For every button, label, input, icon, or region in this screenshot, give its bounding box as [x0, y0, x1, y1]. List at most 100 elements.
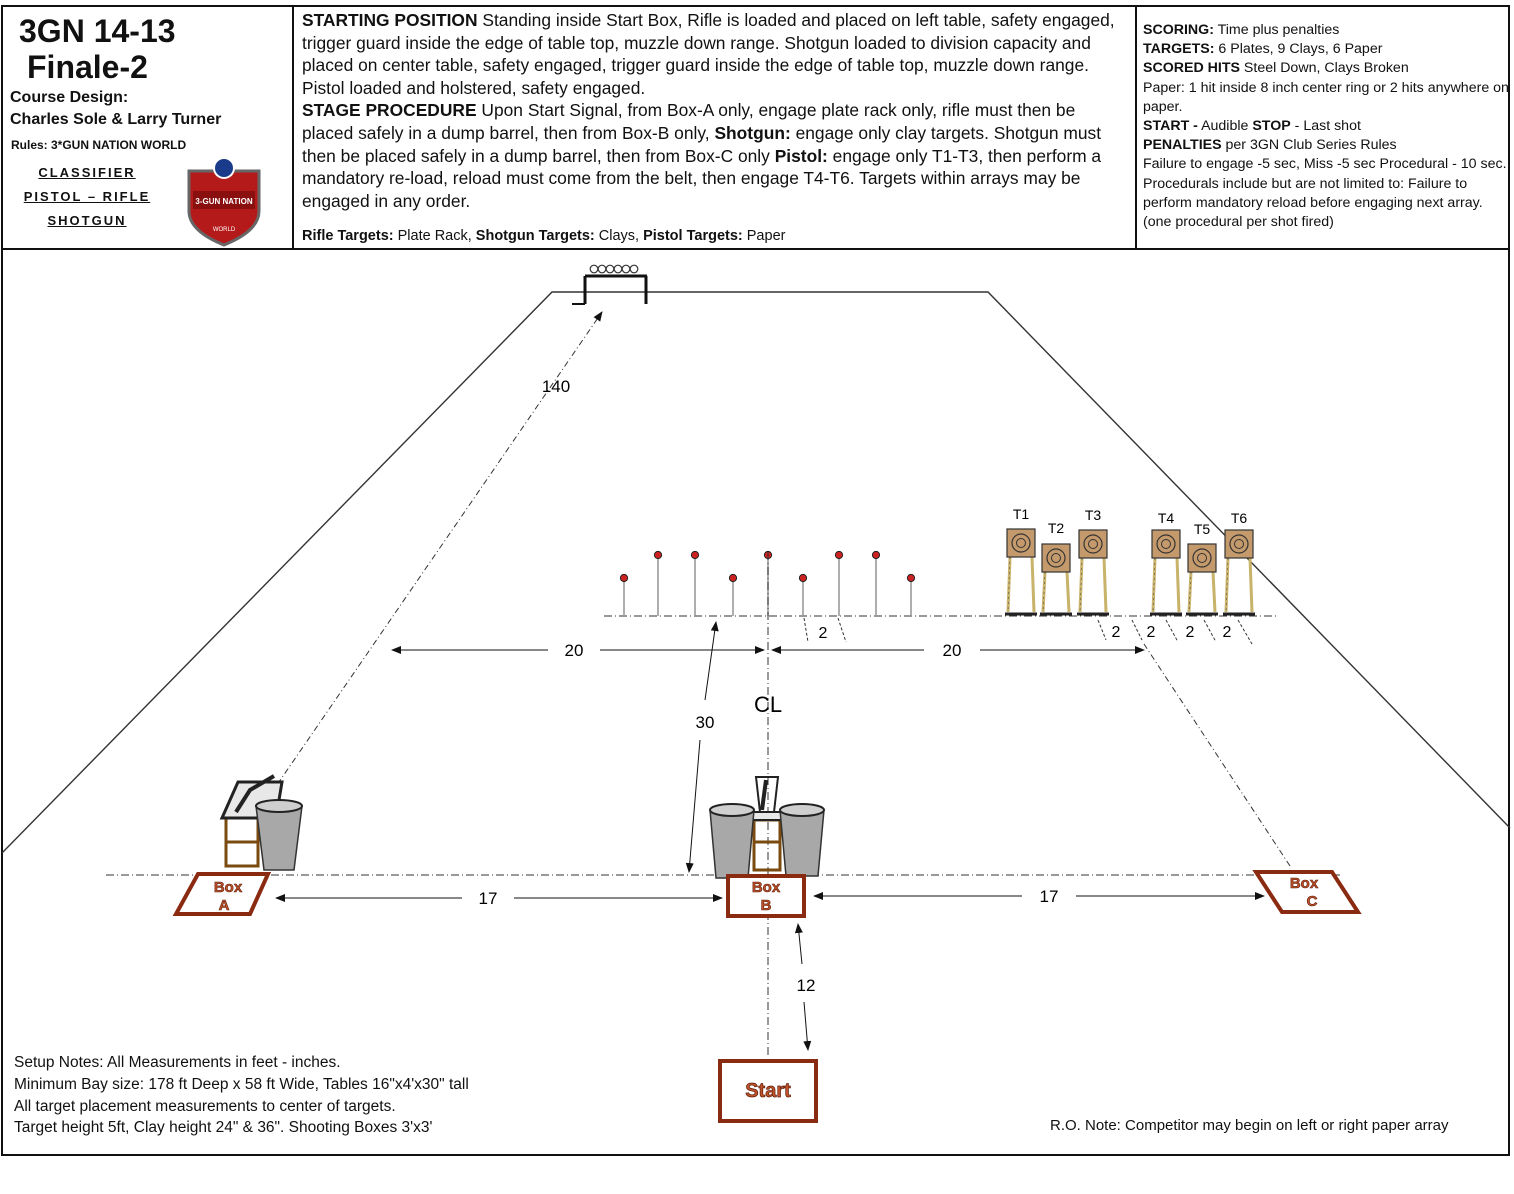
spacing-ticks	[803, 617, 1253, 645]
stage-name: Finale-2	[27, 49, 148, 85]
clay-array	[619, 550, 916, 616]
label-t4: T4	[1158, 510, 1175, 526]
3gun-nation-logo: 3-GUN NATION WORLD	[187, 157, 261, 247]
plate-rack	[572, 264, 648, 305]
label-t2: T2	[1048, 520, 1065, 536]
scored-hits-value: Steel Down, Clays Broken	[1239, 60, 1409, 77]
stage-procedure-text-3: engage only T1-T3, then perform a mandat…	[302, 145, 1102, 211]
dim-paper-spacing-2: 2	[1147, 624, 1156, 641]
label-t6: T6	[1231, 510, 1248, 526]
dim-depth-arrow-a	[704, 621, 719, 701]
targets-label: TARGETS:	[1143, 41, 1215, 58]
berm-outline	[1, 291, 1511, 854]
dim-paper-spacing-4: 2	[1223, 624, 1232, 641]
box-b-label-1: Box	[752, 879, 781, 896]
dump-barrel-left	[255, 799, 303, 871]
clay-8	[871, 550, 881, 560]
logo-subtext: WORLD	[213, 227, 236, 233]
stage-procedure-label: STAGE PROCEDURE	[302, 100, 477, 121]
clay-6	[798, 573, 808, 583]
box-a-label-1: Box	[214, 879, 243, 896]
setup-note-1: Setup Notes: All Measurements in feet - …	[14, 1054, 341, 1071]
box-a-label-2: A	[219, 897, 230, 914]
plate-6	[629, 264, 639, 274]
ro-note: R.O. Note: Competitor may begin on left …	[1050, 1117, 1449, 1134]
starting-position-text: Standing inside Start Box, Rifle is load…	[302, 10, 1115, 98]
targets-value: 6 Plates, 9 Clays, 6 Paper	[1214, 41, 1383, 58]
paper-array	[1005, 528, 1255, 616]
box-a: Box A	[172, 872, 272, 916]
dim-left: 20	[565, 641, 584, 660]
paper-target-t6	[1223, 529, 1255, 616]
start-label: START -	[1143, 118, 1198, 135]
logo-globe	[213, 157, 235, 179]
paper-target-t3	[1077, 529, 1109, 616]
starting-position-label: STARTING POSITION	[302, 10, 478, 30]
penalties-label: PENALTIES	[1143, 137, 1222, 154]
paper-target-t5	[1186, 543, 1218, 616]
dim-paper-spacing-3: 2	[1186, 624, 1195, 641]
box-b: Box B	[726, 874, 806, 918]
dim-b-c: 17	[1040, 887, 1059, 906]
shotgun-label: Shotgun:	[714, 122, 791, 143]
start-box: Start	[718, 1059, 818, 1123]
logo-band	[193, 191, 255, 209]
plate-3	[605, 264, 615, 274]
clay-4	[728, 573, 738, 583]
classifier-line-1: CLASSIFIER	[38, 165, 136, 180]
clay-1	[619, 573, 629, 583]
box-c-label-2: C	[1307, 893, 1318, 910]
shotgun-targets: Clays,	[594, 228, 644, 244]
dim-start-arrow-b	[803, 1001, 812, 1051]
rifle-targets: Plate Rack,	[393, 228, 476, 244]
procedure-cell: STARTING POSITION Standing inside Start …	[294, 5, 1137, 250]
classifier-line-2: PISTOL – RIFLE	[23, 189, 151, 204]
dim-depth: 30	[696, 713, 715, 732]
pistol-label: Pistol:	[774, 145, 828, 166]
dim-right: 20	[943, 641, 962, 660]
dim-clay-spacing: 2	[819, 625, 828, 642]
clay-2	[653, 550, 663, 560]
dim-a-b: 17	[479, 889, 498, 908]
pistol-sightline	[1143, 643, 1291, 867]
scored-hits-label: SCORED HITS	[1143, 60, 1240, 77]
box-c-label-1: Box	[1290, 875, 1319, 892]
stop-label: STOP	[1252, 118, 1291, 135]
scoring-cell: SCORING: Time plus penalties TARGETS: 6 …	[1137, 5, 1510, 250]
setup-note-4: Target height 5ft, Clay height 24" & 36"…	[14, 1119, 433, 1137]
dim-start: 12	[797, 976, 816, 995]
start-box-label: Start	[745, 1080, 791, 1102]
stop-value: - Last shot	[1290, 118, 1361, 135]
label-t1: T1	[1013, 506, 1030, 522]
paper-target-t2	[1040, 543, 1072, 616]
setup-note-2: Minimum Bay size: 178 ft Deep x 58 ft Wi…	[14, 1075, 469, 1093]
designers: Charles Sole & Larry Turner	[10, 111, 222, 128]
dim-paper-spacing-1: 2	[1112, 624, 1121, 641]
box-c: Box C	[1252, 870, 1362, 914]
stage-procedure-text-1: Upon Start Signal, from Box-A only, enga…	[302, 100, 1076, 143]
shotgun-table	[751, 776, 783, 872]
setup-note-3: All target placement measurements to cen…	[14, 1097, 396, 1115]
stage-number: 3GN 14-13	[19, 13, 176, 49]
plate-4	[613, 264, 623, 274]
scoring-label: SCORING:	[1143, 22, 1214, 38]
paper-target-t4	[1150, 529, 1182, 616]
shotgun-targets-label: Shotgun Targets:	[475, 228, 595, 244]
start-value: Audible	[1197, 118, 1253, 135]
box-b-label-2: B	[761, 897, 772, 914]
rifle-targets-label: Rifle Targets:	[302, 228, 394, 244]
clay-3	[690, 550, 700, 560]
penalties-value: per 3GN Club Series Rules	[1221, 137, 1397, 154]
plate-5	[621, 264, 631, 274]
dump-barrel-center-right	[779, 803, 825, 877]
targets-line: Rifle Targets: Plate Rack, Shotgun Targe…	[302, 228, 785, 244]
pistol-targets: Paper	[742, 228, 786, 244]
centerline-label: CL	[754, 692, 782, 717]
setup-notes: Setup Notes: All Measurements in feet - …	[14, 1052, 469, 1139]
clay-9	[906, 573, 916, 583]
scoring-value: Time plus penalties	[1213, 22, 1340, 38]
course-design-label: Course Design:	[10, 89, 129, 106]
dump-barrel-center-left	[709, 803, 755, 879]
pistol-targets-label: Pistol Targets:	[643, 228, 743, 244]
